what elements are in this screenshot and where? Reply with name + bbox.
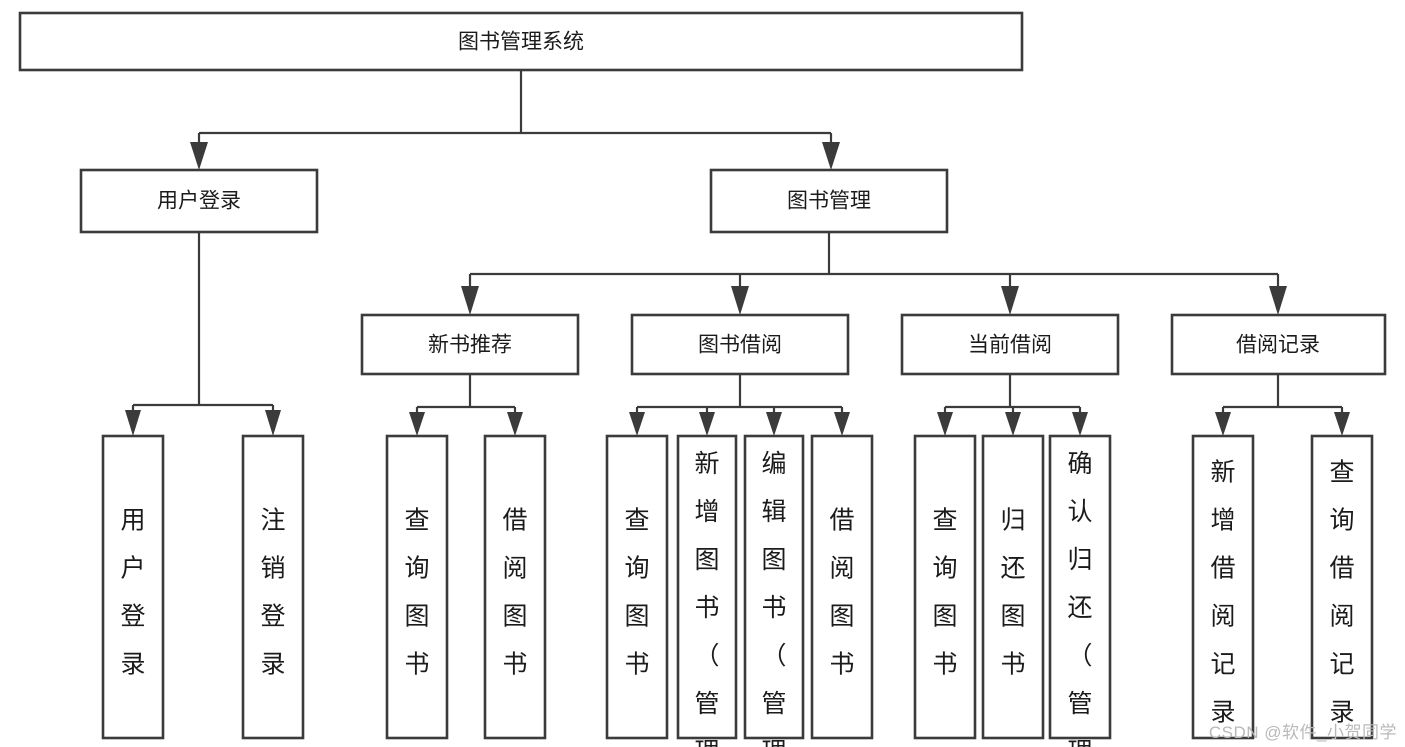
node-book-management-label: 图书管理 [787,190,871,213]
node-book-borrow[interactable]: 图书借阅 [630,313,850,376]
arrow-head-leaf-9 [937,412,953,436]
leaf-node-7-box[interactable] [743,434,805,740]
leaf-node-12-label: 新增借阅记录 [1210,458,1235,726]
leaf-node-3[interactable]: 查询图书 [385,434,449,740]
arrow-head-leaf-5 [629,412,645,436]
arrow-head-leaf-1 [125,410,141,436]
leaf-node-5-label: 查询图书 [624,506,649,678]
node-user-login-box[interactable] [79,168,319,234]
node-borrow-record-box[interactable] [1170,313,1387,376]
arrow-head-current [1001,286,1019,315]
leaf-node-4-label: 借阅图书 [502,506,527,678]
node-current-borrow-box[interactable] [900,313,1120,376]
node-user-login[interactable]: 用户登录 [79,168,319,234]
leaf-node-4[interactable]: 借阅图书 [483,434,547,740]
leaf-node-3-label: 查询图书 [404,506,429,678]
arrow-head-leaf-4 [507,412,523,436]
leaf-node-9[interactable]: 查询图书 [913,434,977,740]
leaf-node-5-box[interactable] [605,434,669,740]
leaf-node-2-label: 注销登录 [260,506,285,678]
leaf-node-2-box[interactable] [241,434,305,740]
arrow-head-newbook [461,286,479,315]
node-borrow-record-label: 借阅记录 [1236,334,1320,357]
arrow-head-borrow [731,286,749,315]
node-current-borrow[interactable]: 当前借阅 [900,313,1120,376]
node-book-management-box[interactable] [709,168,949,234]
leaf-node-12[interactable]: 新增借阅记录 [1191,434,1255,740]
arrow-head-leaf-3 [409,412,425,436]
leaf-node-6-label: 新增图书（管理员） [694,450,719,747]
leaf-node-1[interactable]: 用户登录 [101,434,165,740]
leaf-nodes: 用户登录 注销登录 查询图书 借阅图书 查询图书 新增图书（管理员） 编辑图书（管理员） 借阅… [101,434,1374,747]
arrow-head-leaf-10 [1005,412,1021,436]
leaf-node-11-label: 确认归还（管理员） [1067,450,1092,747]
leaf-node-5[interactable]: 查询图书 [605,434,669,740]
arrow-head-leaf-7 [766,412,782,436]
node-book-management[interactable]: 图书管理 [709,168,949,234]
leaf-node-13-box[interactable] [1310,434,1374,740]
node-root-label: 图书管理系统 [458,31,584,54]
node-book-borrow-box[interactable] [630,313,850,376]
node-root-box[interactable] [18,11,1024,72]
node-new-book-recommend-label: 新书推荐 [428,334,512,357]
leaf-node-10-box[interactable] [981,434,1045,740]
leaf-node-10[interactable]: 归还图书 [981,434,1045,740]
leaf-node-7-label: 编辑图书（管理员） [761,450,786,747]
leaf-node-3-box[interactable] [385,434,449,740]
node-current-borrow-label: 当前借阅 [968,334,1052,357]
leaf-node-9-label: 查询图书 [932,506,957,678]
node-borrow-record[interactable]: 借阅记录 [1170,313,1387,376]
leaf-node-8-box[interactable] [810,434,874,740]
leaf-node-8[interactable]: 借阅图书 [810,434,874,740]
leaf-node-13[interactable]: 查询借阅记录 [1310,434,1374,740]
leaf-node-4-box[interactable] [483,434,547,740]
leaf-node-11-box[interactable] [1048,434,1112,740]
leaf-node-2[interactable]: 注销登录 [241,434,305,740]
leaf-node-1-box[interactable] [101,434,165,740]
arrow-head-leaf-2 [265,410,281,436]
node-new-book-recommend-box[interactable] [360,313,580,376]
leaf-node-8-label: 借阅图书 [829,506,854,678]
node-book-borrow-label: 图书借阅 [698,334,782,357]
watermark: CSDN @软件_小贺同学 [1208,723,1397,742]
leaf-node-9-box[interactable] [913,434,977,740]
node-root[interactable]: 图书管理系统 [18,11,1024,72]
arrow-head-leaf-8 [834,412,850,436]
arrow-head-record [1269,286,1287,315]
node-new-book-recommend[interactable]: 新书推荐 [360,313,580,376]
leaf-node-7[interactable]: 编辑图书（管理员） [743,434,805,747]
leaf-node-12-box[interactable] [1191,434,1255,740]
leaf-node-1-label: 用户登录 [120,506,145,678]
leaf-node-11[interactable]: 确认归还（管理员） [1048,434,1112,747]
leaf-node-13-label: 查询借阅记录 [1329,458,1354,726]
leaf-node-6-box[interactable] [676,434,738,740]
arrow-head-leaf-11 [1072,412,1088,436]
leaf-node-10-label: 归还图书 [1000,506,1025,678]
arrow-head-login [190,142,208,170]
arrow-head-leaf-12 [1215,412,1231,436]
arrow-head-leaf-13 [1334,412,1350,436]
arrow-head-bookmgmt [822,142,840,170]
arrow-head-leaf-6 [699,412,715,436]
connectors [125,70,1350,436]
node-user-login-label: 用户登录 [157,190,241,213]
leaf-node-6[interactable]: 新增图书（管理员） [676,434,738,747]
